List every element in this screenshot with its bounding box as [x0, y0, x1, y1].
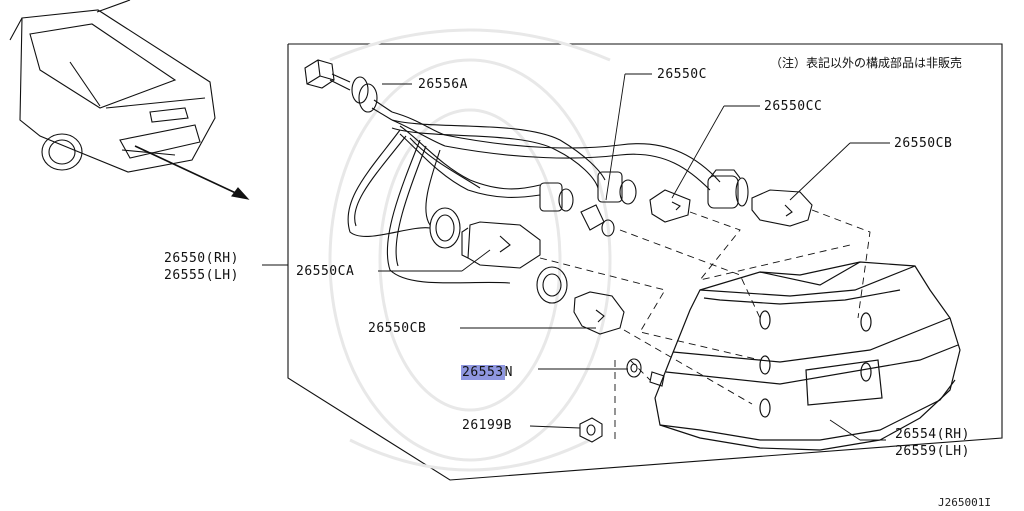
- label-26556A[interactable]: 26556A: [418, 77, 468, 92]
- diagram-code: J265001I: [938, 496, 991, 509]
- socket-26550CB-mid: [536, 266, 625, 335]
- frame-box: [287, 43, 1003, 481]
- tail-lamp-housing: [654, 261, 961, 451]
- label-26550CB-top[interactable]: 26550CB: [894, 136, 953, 151]
- bulb-26550CC: [649, 169, 749, 223]
- label-26550CB-mid[interactable]: 26550CB: [368, 321, 427, 336]
- label-26559-lh[interactable]: 26559(LH): [895, 444, 970, 459]
- wire-harness: [347, 111, 721, 284]
- socket-26550CA: [429, 207, 541, 269]
- label-26554-rh[interactable]: 26554(RH): [895, 427, 970, 442]
- nut: [579, 417, 603, 443]
- watermark: [328, 28, 612, 472]
- leader-lines: [262, 73, 890, 441]
- connector: [304, 59, 351, 91]
- label-26553N[interactable]: 26553N: [461, 361, 513, 380]
- label-26553N-highlight: 26553: [461, 365, 505, 380]
- bulb-26550CB-top: [751, 189, 813, 227]
- label-26550C[interactable]: 26550C: [657, 67, 707, 82]
- label-26550CA[interactable]: 26550CA: [296, 264, 355, 279]
- label-26550CC[interactable]: 26550CC: [764, 99, 823, 114]
- grommet: [351, 76, 393, 121]
- washer: [626, 358, 642, 378]
- label-26553N-suffix: N: [504, 365, 513, 380]
- socket-side: [539, 182, 574, 212]
- socket-26550C: [580, 171, 637, 237]
- label-assembly-rh[interactable]: 26550(RH): [164, 251, 239, 266]
- stud-bolt: [649, 371, 665, 387]
- note-not-sold: （注）表記以外の構成部品は非販売: [770, 56, 963, 70]
- car-illustration: [9, 0, 216, 173]
- callout-arrow: [134, 145, 241, 196]
- label-assembly-lh[interactable]: 26555(LH): [164, 268, 239, 283]
- dashed-guides: [539, 209, 871, 440]
- label-26199B[interactable]: 26199B: [462, 418, 512, 433]
